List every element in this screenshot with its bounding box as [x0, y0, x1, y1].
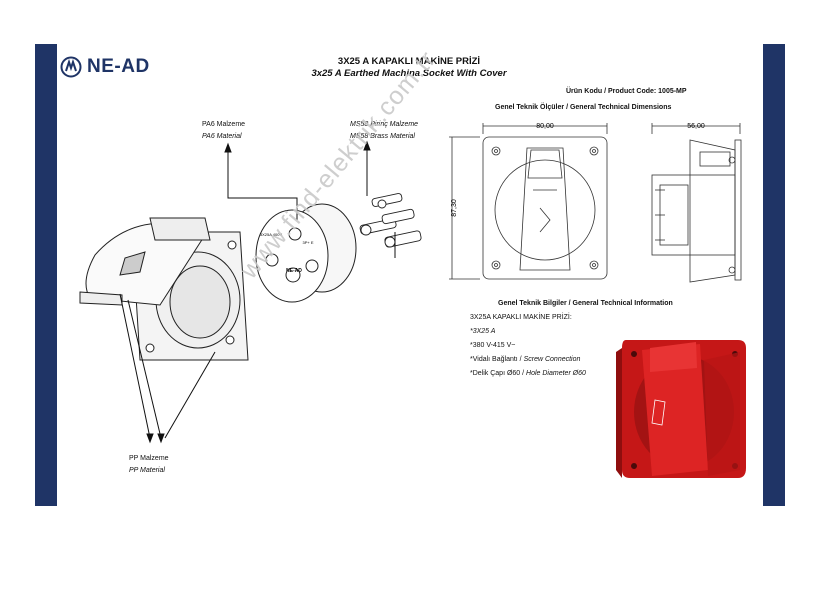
leader-lines [119, 140, 396, 444]
brand-logo: NE-AD [60, 55, 150, 79]
connection-en: Screw Connection [523, 356, 581, 363]
ms58-material-tr: MS58 Pirinç Malzeme [350, 121, 419, 128]
dimension-width: 80,00 [536, 123, 554, 130]
hole-en: Hole Diameter Ø60 [526, 370, 586, 377]
ms58-material-en: MS58 Brass Material [350, 133, 415, 140]
pp-material-tr: PP Malzeme [129, 455, 169, 462]
dimension-depth: 56,00 [687, 123, 705, 130]
info-hole-diameter: *Delik Çapı Ø60 / Hole Diameter Ø60 [470, 369, 586, 378]
exploded-brass-pins [359, 193, 422, 248]
side-view-drawing [651, 123, 742, 283]
insert-pins-label: 3P+ E [302, 240, 313, 245]
title-english: 3x25 A Earthed Machina Socket With Cover [311, 68, 507, 79]
dimensions-heading: Genel Teknik Ölçüler / General Technical… [495, 104, 672, 111]
connection-tr: *Vidalı Bağlantı / [470, 356, 524, 363]
dimension-height: 87,30 [451, 199, 458, 217]
pa6-material-tr: PA6 Malzeme [202, 121, 246, 128]
front-view-drawing [449, 123, 608, 280]
info-connection: *Vidalı Bağlantı / Screw Connection [470, 355, 580, 364]
hole-tr: *Delik Çapı Ø60 / [470, 370, 527, 377]
left-border-band [35, 44, 57, 506]
info-product-name: 3X25A KAPAKLI MAKİNE PRİZİ: [470, 314, 572, 321]
info-voltage: *380 V-415 V~ [470, 342, 516, 349]
title-turkish: 3X25 A KAPAKLI MAKİNE PRİZİ [337, 56, 481, 67]
insert-rating-label: 3X25A 400V [260, 232, 283, 237]
right-border-band [763, 44, 785, 506]
exploded-insert [255, 203, 357, 303]
pa6-material-en: PA6 Material [202, 133, 242, 140]
insert-brand-label: NE-AD [286, 268, 302, 274]
exploded-socket-housing [79, 217, 249, 361]
pp-material-en: PP Material [129, 467, 165, 474]
info-heading: Genel Teknik Bilgiler / General Technica… [498, 300, 673, 307]
product-photo-red-socket [616, 340, 746, 478]
info-current: *3X25 A [470, 328, 496, 335]
product-code: Ürün Kodu / Product Code: 1005-MP [566, 88, 687, 95]
logo-emblem-icon [60, 56, 82, 78]
brand-logo-text: NE-AD [87, 56, 150, 77]
